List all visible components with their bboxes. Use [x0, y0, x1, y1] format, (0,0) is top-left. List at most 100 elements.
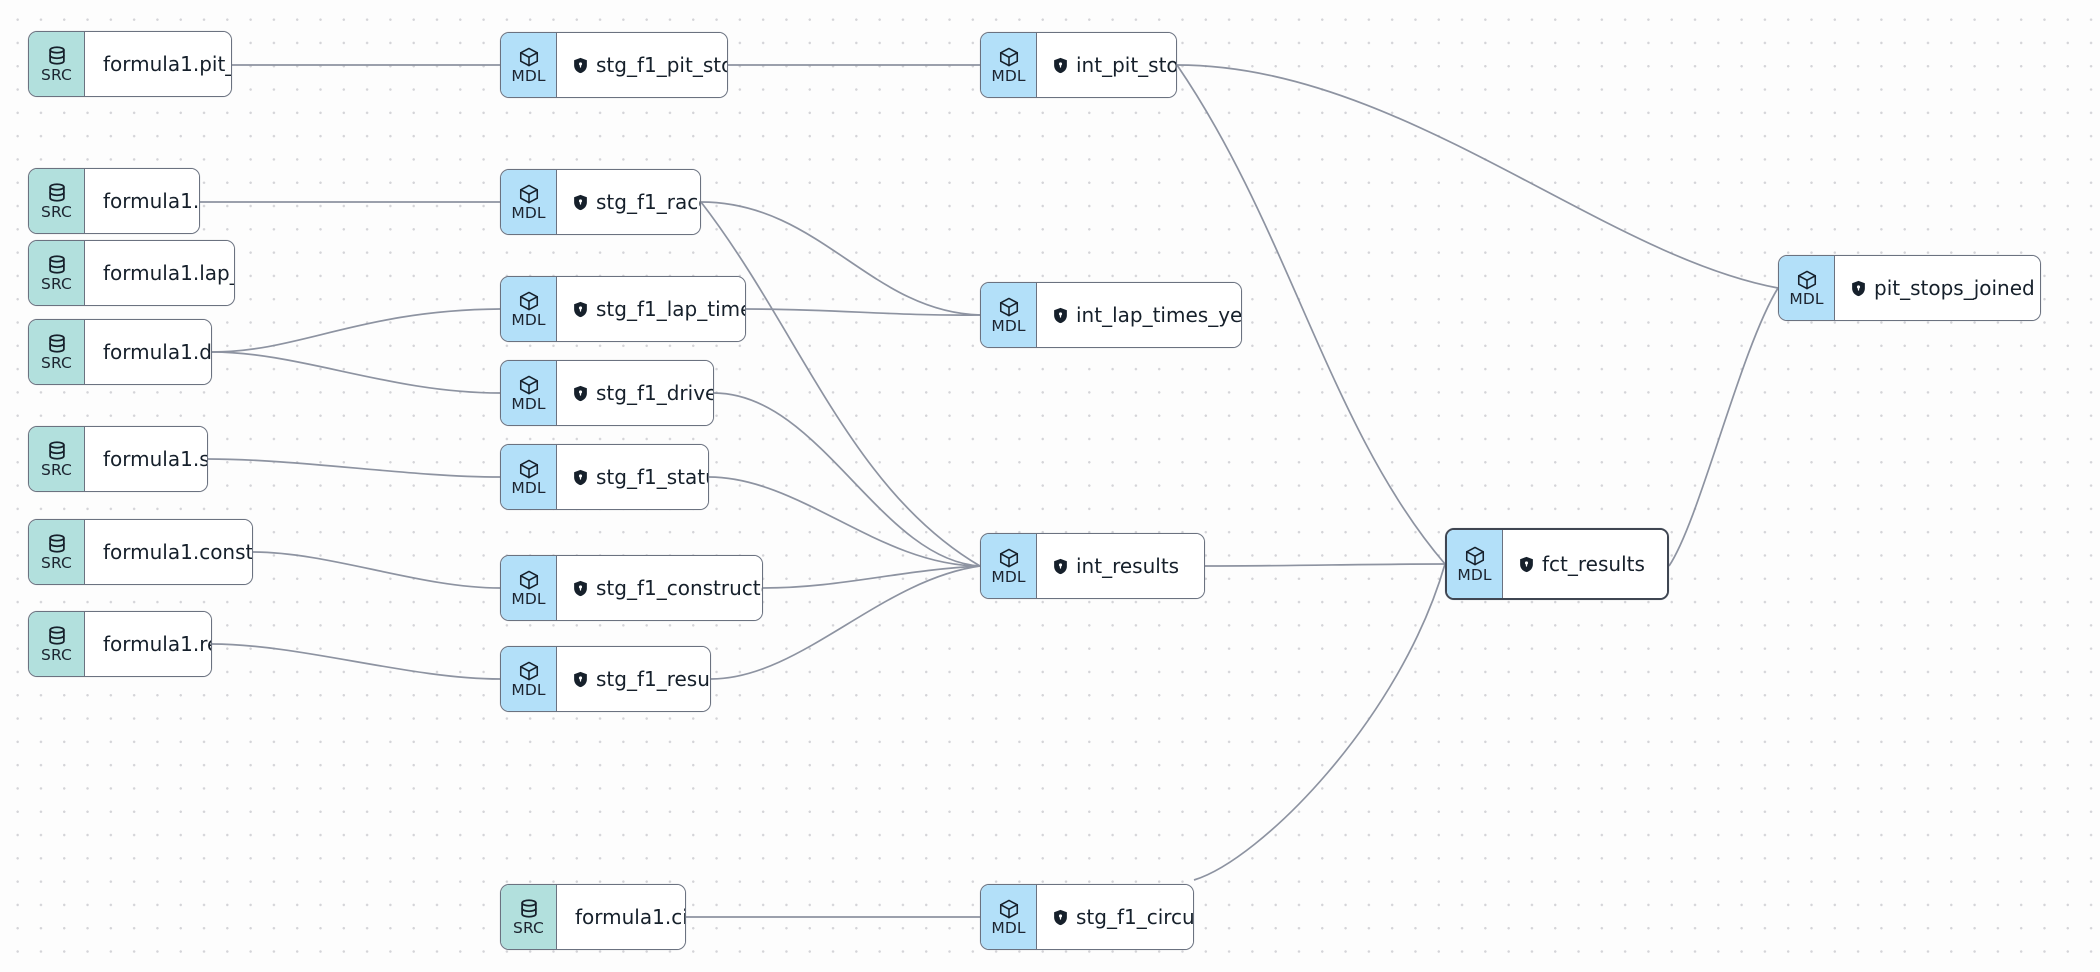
cube-icon	[519, 47, 538, 67]
graph-node-stg_races[interactable]: MDL stg_f1_races	[500, 169, 701, 235]
node-label: pit_stops_joined	[1874, 276, 2035, 300]
node-type-label: SRC	[513, 918, 544, 937]
node-type-label: SRC	[41, 353, 72, 372]
graph-node-stg_lap_times[interactable]: MDL stg_f1_lap_times	[500, 276, 746, 342]
node-type-badge-mdl: MDL	[501, 556, 557, 620]
node-body: formula1.races	[85, 169, 200, 233]
graph-node-stg_pit_stops[interactable]: MDL stg_f1_pit_stops	[500, 32, 728, 98]
graph-node-pit_stops_joined[interactable]: MDL pit_stops_joined	[1778, 255, 2041, 321]
node-body: formula1.drivers	[85, 320, 212, 384]
node-type-label: SRC	[41, 645, 72, 664]
node-label: int_pit_stops	[1076, 53, 1177, 77]
graph-node-src_races[interactable]: SRC formula1.races	[28, 168, 200, 234]
graph-node-src_constructors[interactable]: SRC formula1.constructors	[28, 519, 253, 585]
node-type-label: MDL	[511, 589, 546, 608]
graph-node-stg_constructors[interactable]: MDL stg_f1_constructors	[500, 555, 763, 621]
node-body: stg_f1_pit_stops	[557, 33, 727, 97]
node-type-label: MDL	[511, 394, 546, 413]
edge-stg_lap_times-to-int_lap_times_years	[745, 308, 981, 316]
node-type-label: MDL	[511, 203, 546, 222]
node-label: fct_results	[1542, 552, 1645, 576]
node-type-badge-mdl: MDL	[1779, 256, 1835, 320]
graph-node-src_circuits[interactable]: SRC formula1.circuits	[500, 884, 686, 950]
database-icon	[48, 626, 65, 645]
node-label: int_lap_times_years	[1076, 303, 1242, 327]
graph-node-src_pit_stops[interactable]: SRC formula1.pit_stops	[28, 31, 232, 97]
node-body: stg_f1_results	[557, 647, 710, 711]
node-type-badge-mdl: MDL	[981, 283, 1037, 347]
graph-node-int_pit_stops[interactable]: MDL int_pit_stops	[980, 32, 1177, 98]
node-label: formula1.results	[103, 632, 211, 656]
node-type-badge-mdl: MDL	[501, 170, 557, 234]
shield-lock-icon	[1054, 57, 1067, 73]
node-body: stg_f1_races	[557, 170, 700, 234]
node-label: formula1.races	[103, 189, 200, 213]
database-icon	[520, 899, 537, 918]
graph-node-src_lap_times[interactable]: SRC formula1.lap_times	[28, 240, 235, 306]
graph-node-src_drivers[interactable]: SRC formula1.drivers	[28, 319, 212, 385]
node-body: formula1.constructors	[85, 520, 252, 584]
node-body: fct_results	[1503, 530, 1667, 598]
graph-node-int_lap_times_years[interactable]: MDL int_lap_times_years	[980, 282, 1242, 348]
shield-lock-icon	[1054, 909, 1067, 925]
node-type-badge-mdl: MDL	[501, 647, 557, 711]
edge-int_pit_stops-to-pit_stops_joined	[1176, 64, 1779, 289]
node-body: formula1.pit_stops	[85, 32, 232, 96]
node-label: formula1.circuits	[575, 905, 685, 929]
node-label: formula1.drivers	[103, 340, 212, 364]
graph-node-stg_results[interactable]: MDL stg_f1_results	[500, 646, 711, 712]
node-type-badge-src: SRC	[29, 320, 85, 384]
node-body: int_lap_times_years	[1037, 283, 1242, 347]
node-type-badge-mdl: MDL	[981, 33, 1037, 97]
database-icon	[48, 334, 65, 353]
shield-lock-icon	[574, 301, 587, 317]
node-type-label: SRC	[41, 553, 72, 572]
node-type-badge-mdl: MDL	[501, 33, 557, 97]
node-body: int_pit_stops	[1037, 33, 1177, 97]
node-type-label: SRC	[41, 274, 72, 293]
node-body: stg_f1_constructors	[557, 556, 762, 620]
shield-lock-icon	[574, 469, 587, 485]
node-type-badge-src: SRC	[29, 32, 85, 96]
cube-icon	[999, 899, 1018, 919]
cube-icon	[519, 184, 538, 204]
cube-icon	[519, 375, 538, 395]
node-body: int_results	[1037, 534, 1204, 598]
node-type-label: MDL	[511, 680, 546, 699]
node-body: stg_f1_circuits	[1037, 885, 1193, 949]
node-label: stg_f1_results	[596, 667, 710, 691]
cube-icon	[519, 291, 538, 311]
cube-icon	[1465, 546, 1484, 566]
node-type-label: MDL	[511, 66, 546, 85]
shield-lock-icon	[574, 194, 587, 210]
node-body: pit_stops_joined	[1835, 256, 2040, 320]
edge-src_results-to-stg_results	[211, 643, 501, 680]
node-type-label: MDL	[1789, 289, 1824, 308]
node-label: formula1.lap_times	[103, 261, 234, 285]
node-body: formula1.circuits	[557, 885, 685, 949]
node-type-badge-src: SRC	[29, 169, 85, 233]
node-label: stg_f1_lap_times	[596, 297, 745, 321]
node-label: formula1.pit_stops	[103, 52, 232, 76]
graph-node-fct_results[interactable]: MDL fct_results	[1445, 528, 1669, 600]
shield-lock-icon	[1520, 556, 1533, 572]
shield-lock-icon	[1054, 307, 1067, 323]
cube-icon	[519, 570, 538, 590]
edge-stg_drivers-to-int_results	[713, 392, 981, 567]
node-body: stg_f1_lap_times	[557, 277, 745, 341]
node-type-badge-mdl: MDL	[1447, 530, 1503, 598]
cube-icon	[1797, 270, 1816, 290]
node-type-badge-mdl: MDL	[501, 445, 557, 509]
node-type-badge-mdl: MDL	[501, 277, 557, 341]
graph-node-src_results[interactable]: SRC formula1.results	[28, 611, 212, 677]
node-label: int_results	[1076, 554, 1180, 578]
database-icon	[48, 534, 65, 553]
node-type-label: MDL	[991, 316, 1026, 335]
